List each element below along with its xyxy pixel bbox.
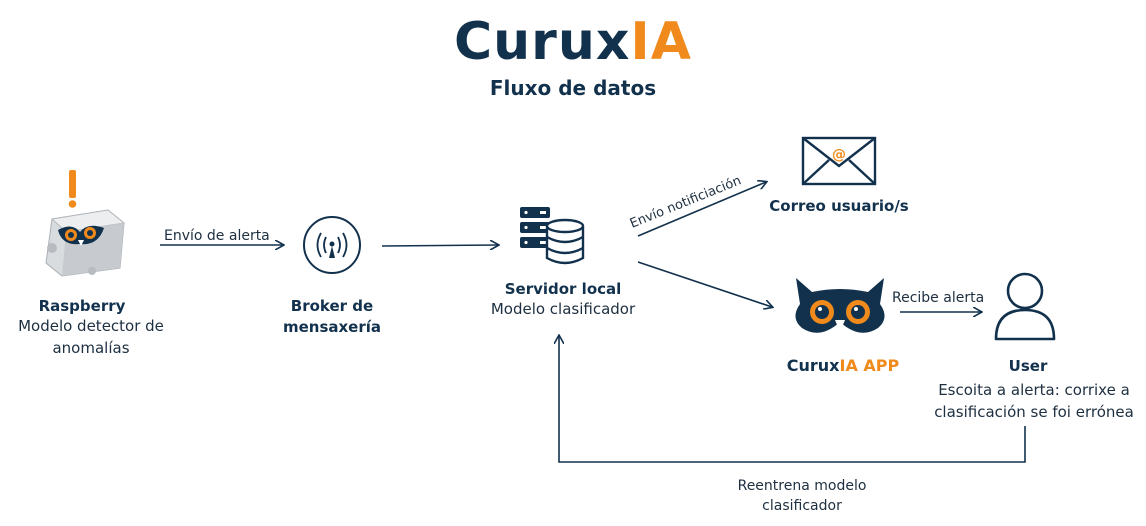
edge-label-retrain-line1: Reentrena modelo	[737, 478, 867, 494]
edge-broker-server	[381, 245, 498, 246]
edge-label-retrain-line2: clasificador	[762, 498, 842, 514]
user-desc-line1: Escoita a alerta: corrixe a	[938, 381, 1130, 399]
brand-logo: CuruxIA	[0, 14, 1146, 70]
logo-part-ia: IA	[630, 12, 692, 72]
envelope-icon: @	[801, 136, 877, 186]
user-icon	[994, 272, 1056, 341]
edge-label-notification: Envío notificiación	[628, 173, 744, 231]
app-name: CuruxIA APP	[758, 356, 928, 375]
app-name-part1: Curux	[786, 356, 840, 375]
user-title: User	[1008, 357, 1048, 375]
edge-server-app	[637, 261, 772, 307]
owl-icon	[795, 278, 885, 333]
raspberry-device-icon	[45, 209, 126, 277]
server-title: Servidor local	[504, 280, 622, 298]
edge-label-receive-alert: Recibe alerta	[892, 290, 985, 306]
broadcast-icon	[303, 216, 361, 274]
server-desc: Modelo clasificador	[490, 300, 636, 318]
server-database-icon	[520, 207, 585, 265]
edge-user-server-retrain	[559, 336, 1026, 463]
app-name-part2: IA APP	[839, 356, 900, 375]
page-subtitle: Fluxo de datos	[489, 76, 657, 100]
broker-title-line2: mensaxería	[282, 318, 382, 336]
raspberry-title: Raspberry	[38, 297, 126, 315]
user-desc-line2: clasificación se foi errónea	[934, 403, 1134, 421]
broker-title-line1: Broker de	[290, 297, 374, 315]
edge-label-alert-send: Envío de alerta	[164, 228, 270, 244]
logo-part-curux: Curux	[454, 12, 631, 72]
raspberry-desc-line1: Modelo detector de	[18, 317, 164, 335]
raspberry-desc-line2: anomalías	[52, 339, 130, 357]
edge-server-mail	[637, 182, 766, 237]
mail-title: Correo usuario/s	[769, 197, 909, 215]
warning-icon	[68, 170, 77, 208]
svg-text:@: @	[832, 147, 846, 163]
